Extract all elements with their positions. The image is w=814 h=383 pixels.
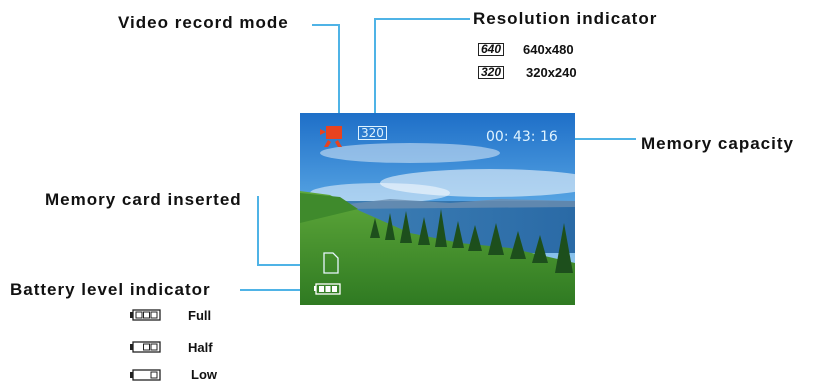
resolution-value-640: 640x480 [523, 42, 574, 57]
battery-low-icon [130, 369, 161, 381]
battery-level-indicator-label: Battery level indicator [10, 280, 211, 299]
memory-card-icon [323, 252, 339, 274]
camera-screen: 320 00: 43: 16 [300, 113, 575, 305]
battery-half-icon [130, 341, 161, 353]
memory-capacity-label: Memory capacity [641, 134, 794, 153]
screen-resolution-icon: 320 [358, 126, 387, 140]
resolution-icon-320: 320 [478, 66, 505, 79]
leader-line-memory-card [257, 264, 320, 266]
leader-line-resolution [374, 18, 376, 118]
resolution-icon-640: 640 [478, 43, 505, 56]
leader-line-battery [240, 289, 312, 291]
landscape-image [300, 113, 575, 305]
leader-line-memory-card [257, 196, 259, 265]
leader-line-resolution [374, 18, 470, 20]
battery-half-label: Half [188, 340, 213, 355]
resolution-value-320: 320x240 [526, 65, 577, 80]
battery-full-icon [130, 309, 161, 321]
memory-card-inserted-label: Memory card inserted [45, 190, 242, 209]
video-camera-icon [320, 126, 342, 147]
video-record-mode-label: Video record mode [118, 13, 289, 32]
battery-full-label: Full [188, 308, 212, 323]
battery-full-icon [314, 283, 341, 295]
leader-line-memory-capacity [568, 138, 636, 140]
resolution-indicator-label: Resolution indicator [473, 9, 658, 28]
leader-line-video [312, 24, 339, 26]
memory-capacity-timer: 00: 43: 16 [486, 129, 558, 145]
leader-line-video [338, 24, 340, 119]
battery-low-label: Low [191, 367, 217, 382]
